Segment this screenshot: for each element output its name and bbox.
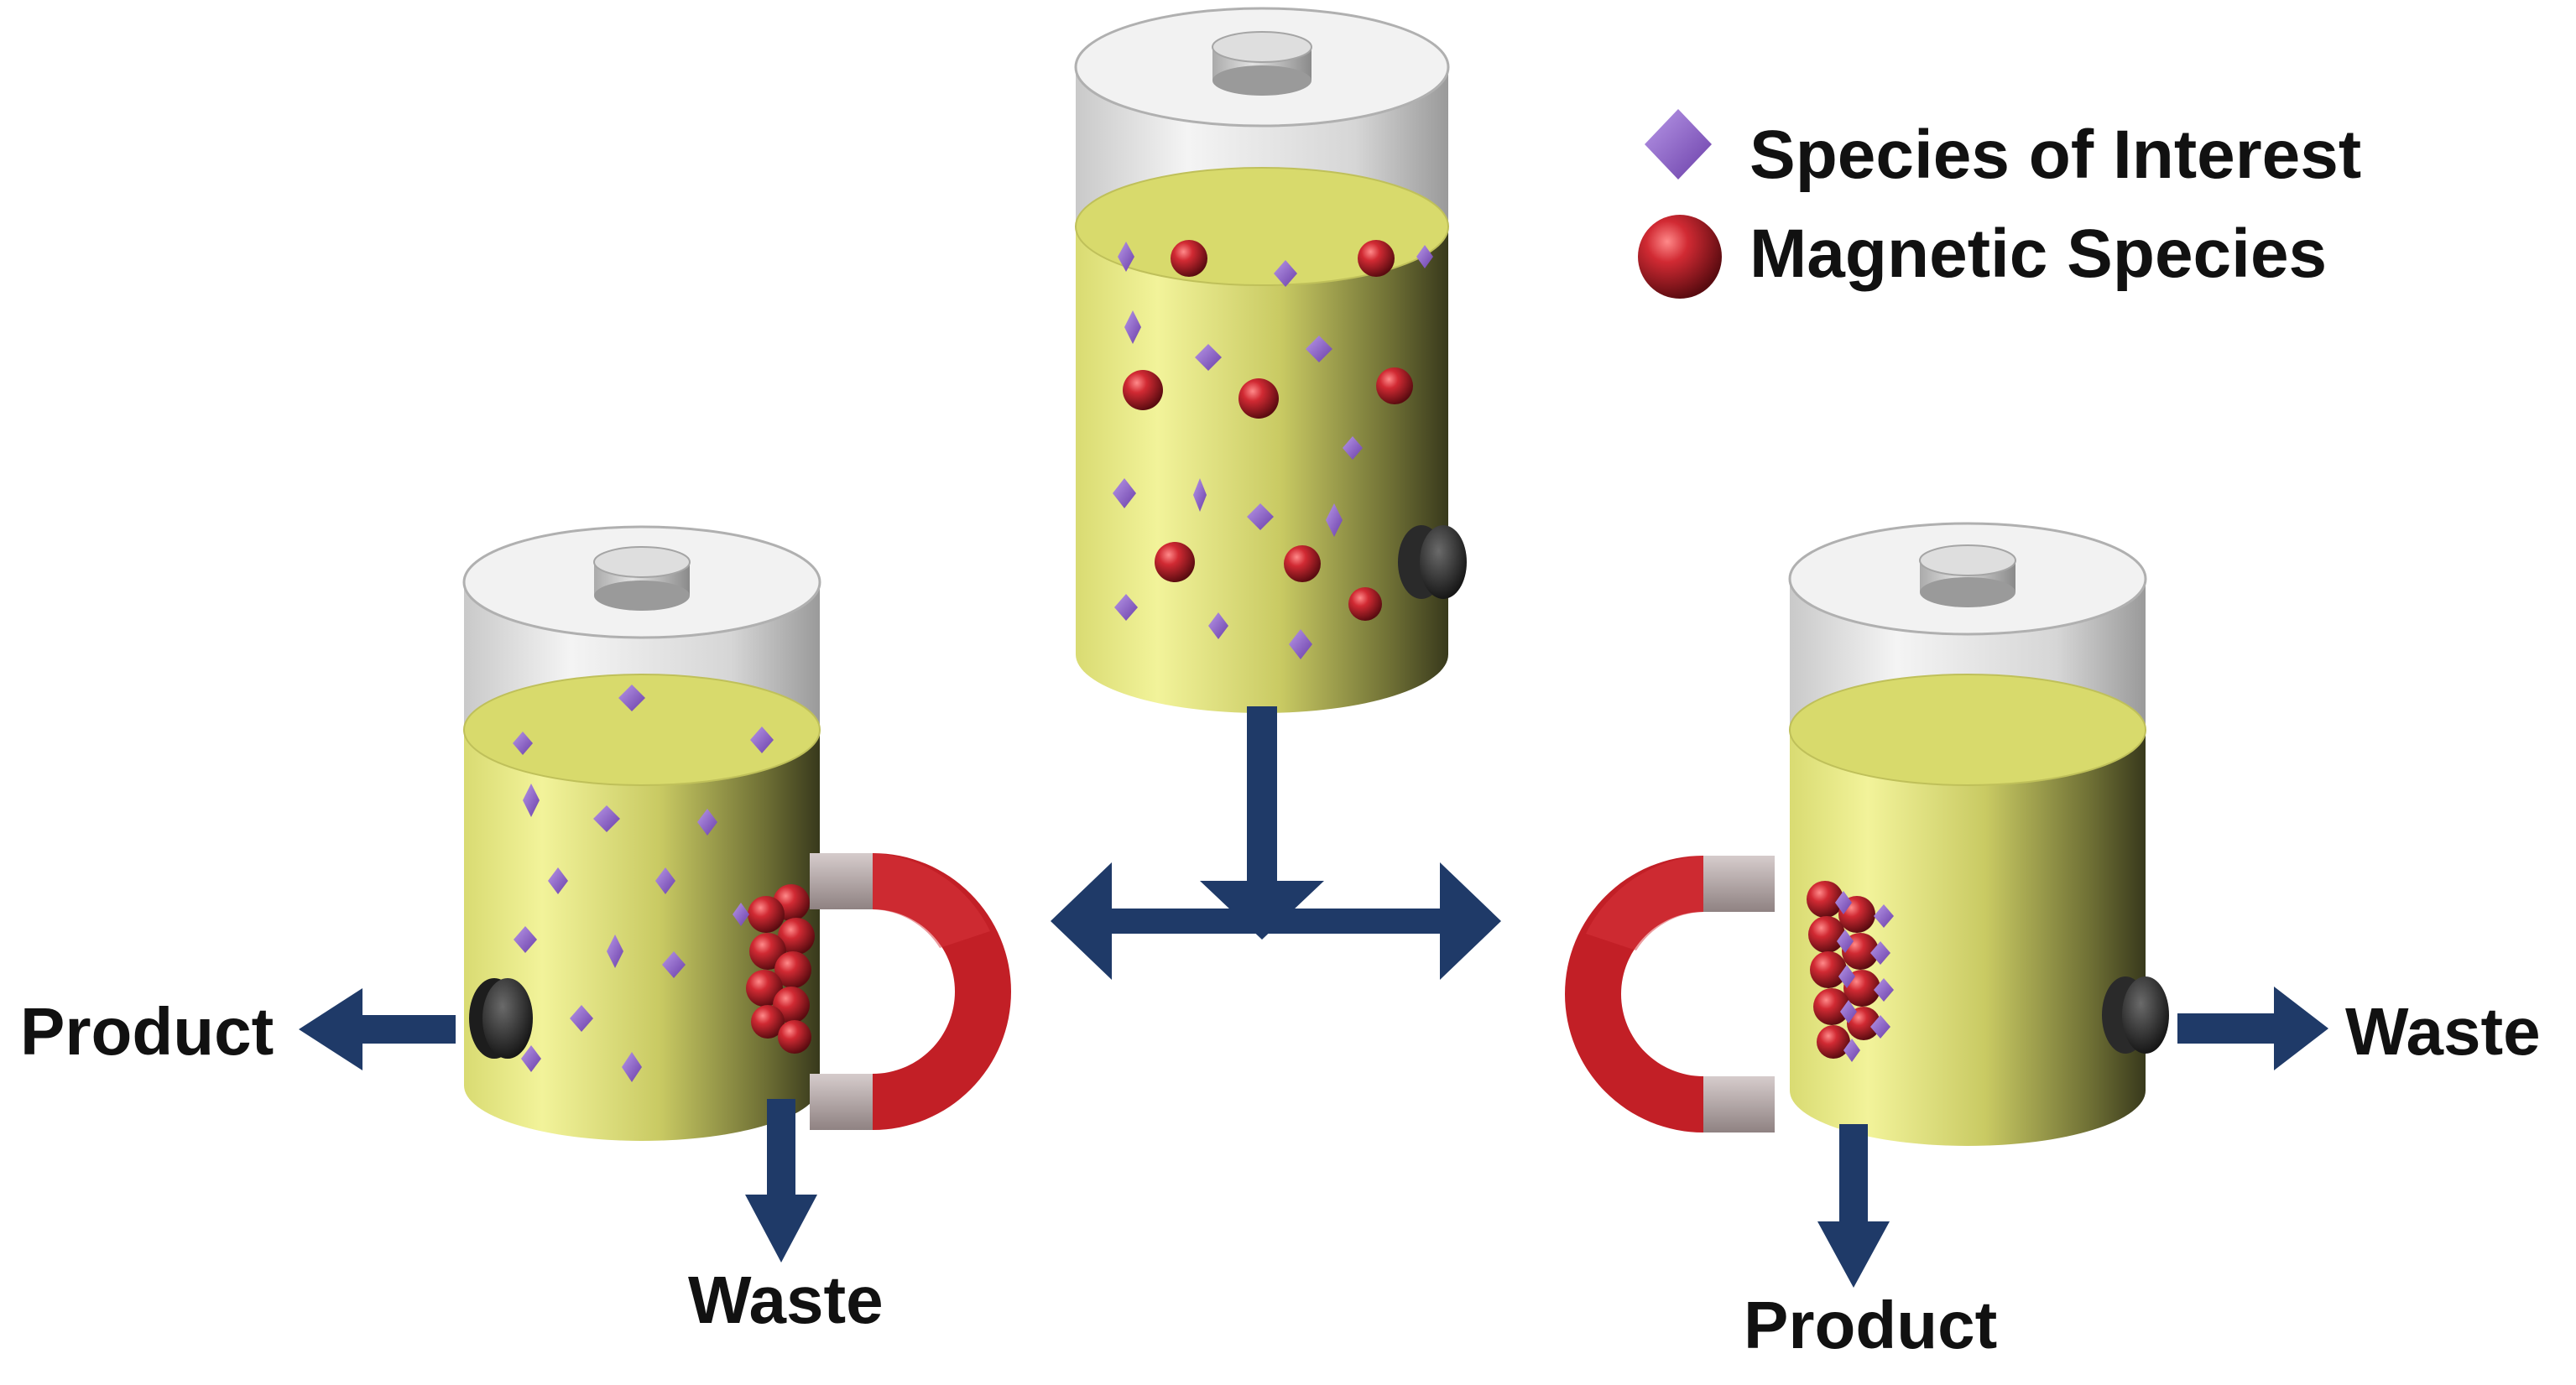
diamond-icon — [1124, 310, 1141, 344]
diamond-icon — [1874, 978, 1894, 1002]
sphere-icon — [1171, 240, 1207, 277]
diamond-icon — [1118, 242, 1134, 272]
diamond-icon — [733, 903, 749, 926]
diamond-icon — [1645, 109, 1712, 180]
diamond-icon — [1306, 336, 1332, 362]
diamond-icon — [521, 1045, 541, 1072]
diamond-icon — [618, 685, 645, 711]
arrow-down-to-product — [1817, 1124, 1890, 1288]
diamond-icon — [1874, 904, 1894, 928]
sphere-icon — [746, 970, 783, 1007]
sphere-icon — [1348, 587, 1382, 621]
flow-arrows — [299, 706, 2328, 1288]
diamond-icon — [1835, 891, 1852, 914]
diamond-icon — [662, 951, 686, 978]
sphere-icon — [748, 896, 785, 933]
split-arrow-left-right — [1051, 862, 1501, 980]
arrow-left-to-product — [299, 988, 456, 1070]
left-waste-label: Waste — [688, 1263, 884, 1337]
arrow-down-from-top — [1200, 706, 1324, 940]
sphere-icon — [1155, 542, 1195, 582]
diamond-icon — [622, 1052, 642, 1082]
sphere-icon — [1376, 367, 1413, 404]
liquid — [1789, 674, 2146, 1146]
diamond-icon — [1208, 612, 1228, 639]
diamond-icon — [1837, 929, 1854, 953]
mixed-particles — [1113, 240, 1433, 659]
diamond-icon — [593, 805, 620, 832]
liquid — [463, 674, 821, 1141]
liquid — [1075, 167, 1449, 713]
sphere-icon — [778, 918, 815, 955]
captured-complex-cluster — [1807, 881, 1894, 1062]
sphere-icon — [774, 951, 811, 988]
sphere-icon — [1808, 916, 1845, 953]
right-waste-label: Waste — [2345, 994, 2541, 1069]
lid-knob — [593, 546, 691, 611]
diamond-icon — [548, 867, 568, 894]
diamond-icon — [750, 726, 774, 753]
diamond-icon — [513, 732, 533, 755]
sphere-icon — [1847, 1007, 1880, 1040]
sphere-icon — [1807, 881, 1843, 918]
sphere-icon — [1123, 370, 1163, 410]
sphere-icon — [1817, 1025, 1850, 1059]
diamond-icon — [1274, 260, 1297, 287]
outlet-valve-icon — [1398, 525, 1467, 599]
diamond-icon — [1343, 436, 1363, 460]
sphere-icon — [1813, 988, 1850, 1025]
diamond-icon — [1289, 629, 1312, 659]
diamond-icon — [1113, 478, 1136, 508]
container-top — [1074, 7, 1467, 713]
diamond-icon — [697, 809, 717, 836]
container-right — [1788, 522, 2169, 1146]
sphere-icon — [1284, 545, 1321, 582]
diamond-icon — [1247, 503, 1274, 530]
legend-magnetic-species-label: Magnetic Species — [1749, 216, 2328, 292]
captured-magnetic-cluster — [733, 884, 815, 1054]
diamond-icon — [523, 784, 540, 817]
sphere-icon — [778, 1020, 811, 1054]
diamond-icon — [570, 1005, 593, 1032]
legend-species-of-interest-label: Species of Interest — [1749, 117, 2362, 193]
diamond-icon — [1416, 245, 1433, 268]
outlet-valve-icon — [469, 978, 533, 1059]
container-left — [462, 525, 821, 1141]
lid-knob — [1919, 544, 2016, 607]
diamond-icon — [1195, 344, 1222, 371]
lid-knob — [1212, 31, 1312, 96]
free-species-of-interest — [513, 685, 774, 1082]
diamond-icon — [1193, 478, 1207, 512]
sphere-icon — [1238, 378, 1279, 419]
horseshoe-magnet-icon — [810, 853, 1011, 1130]
sphere-icon — [1358, 240, 1395, 277]
diamond-icon — [1838, 965, 1855, 988]
arrow-right-to-waste — [2177, 987, 2328, 1070]
sphere-icon — [1638, 215, 1722, 299]
diamond-icon — [1326, 503, 1343, 537]
diamond-icon — [1843, 1039, 1860, 1062]
right-product-label: Product — [1744, 1288, 1998, 1362]
sphere-icon — [751, 1005, 785, 1039]
legend — [1638, 109, 1722, 299]
diamond-icon — [1114, 594, 1138, 621]
outlet-valve-icon — [2102, 976, 2169, 1054]
sphere-icon — [1810, 951, 1847, 988]
diamond-icon — [655, 867, 675, 894]
diamond-icon — [607, 935, 623, 968]
left-product-label: Product — [20, 994, 274, 1069]
diamond-icon — [1870, 941, 1890, 965]
diamond-icon — [1840, 1000, 1857, 1023]
arrow-down-to-waste — [745, 1099, 817, 1263]
diamond-icon — [1870, 1015, 1890, 1039]
horseshoe-magnet-icon — [1565, 856, 1775, 1132]
diamond-icon — [514, 926, 537, 953]
